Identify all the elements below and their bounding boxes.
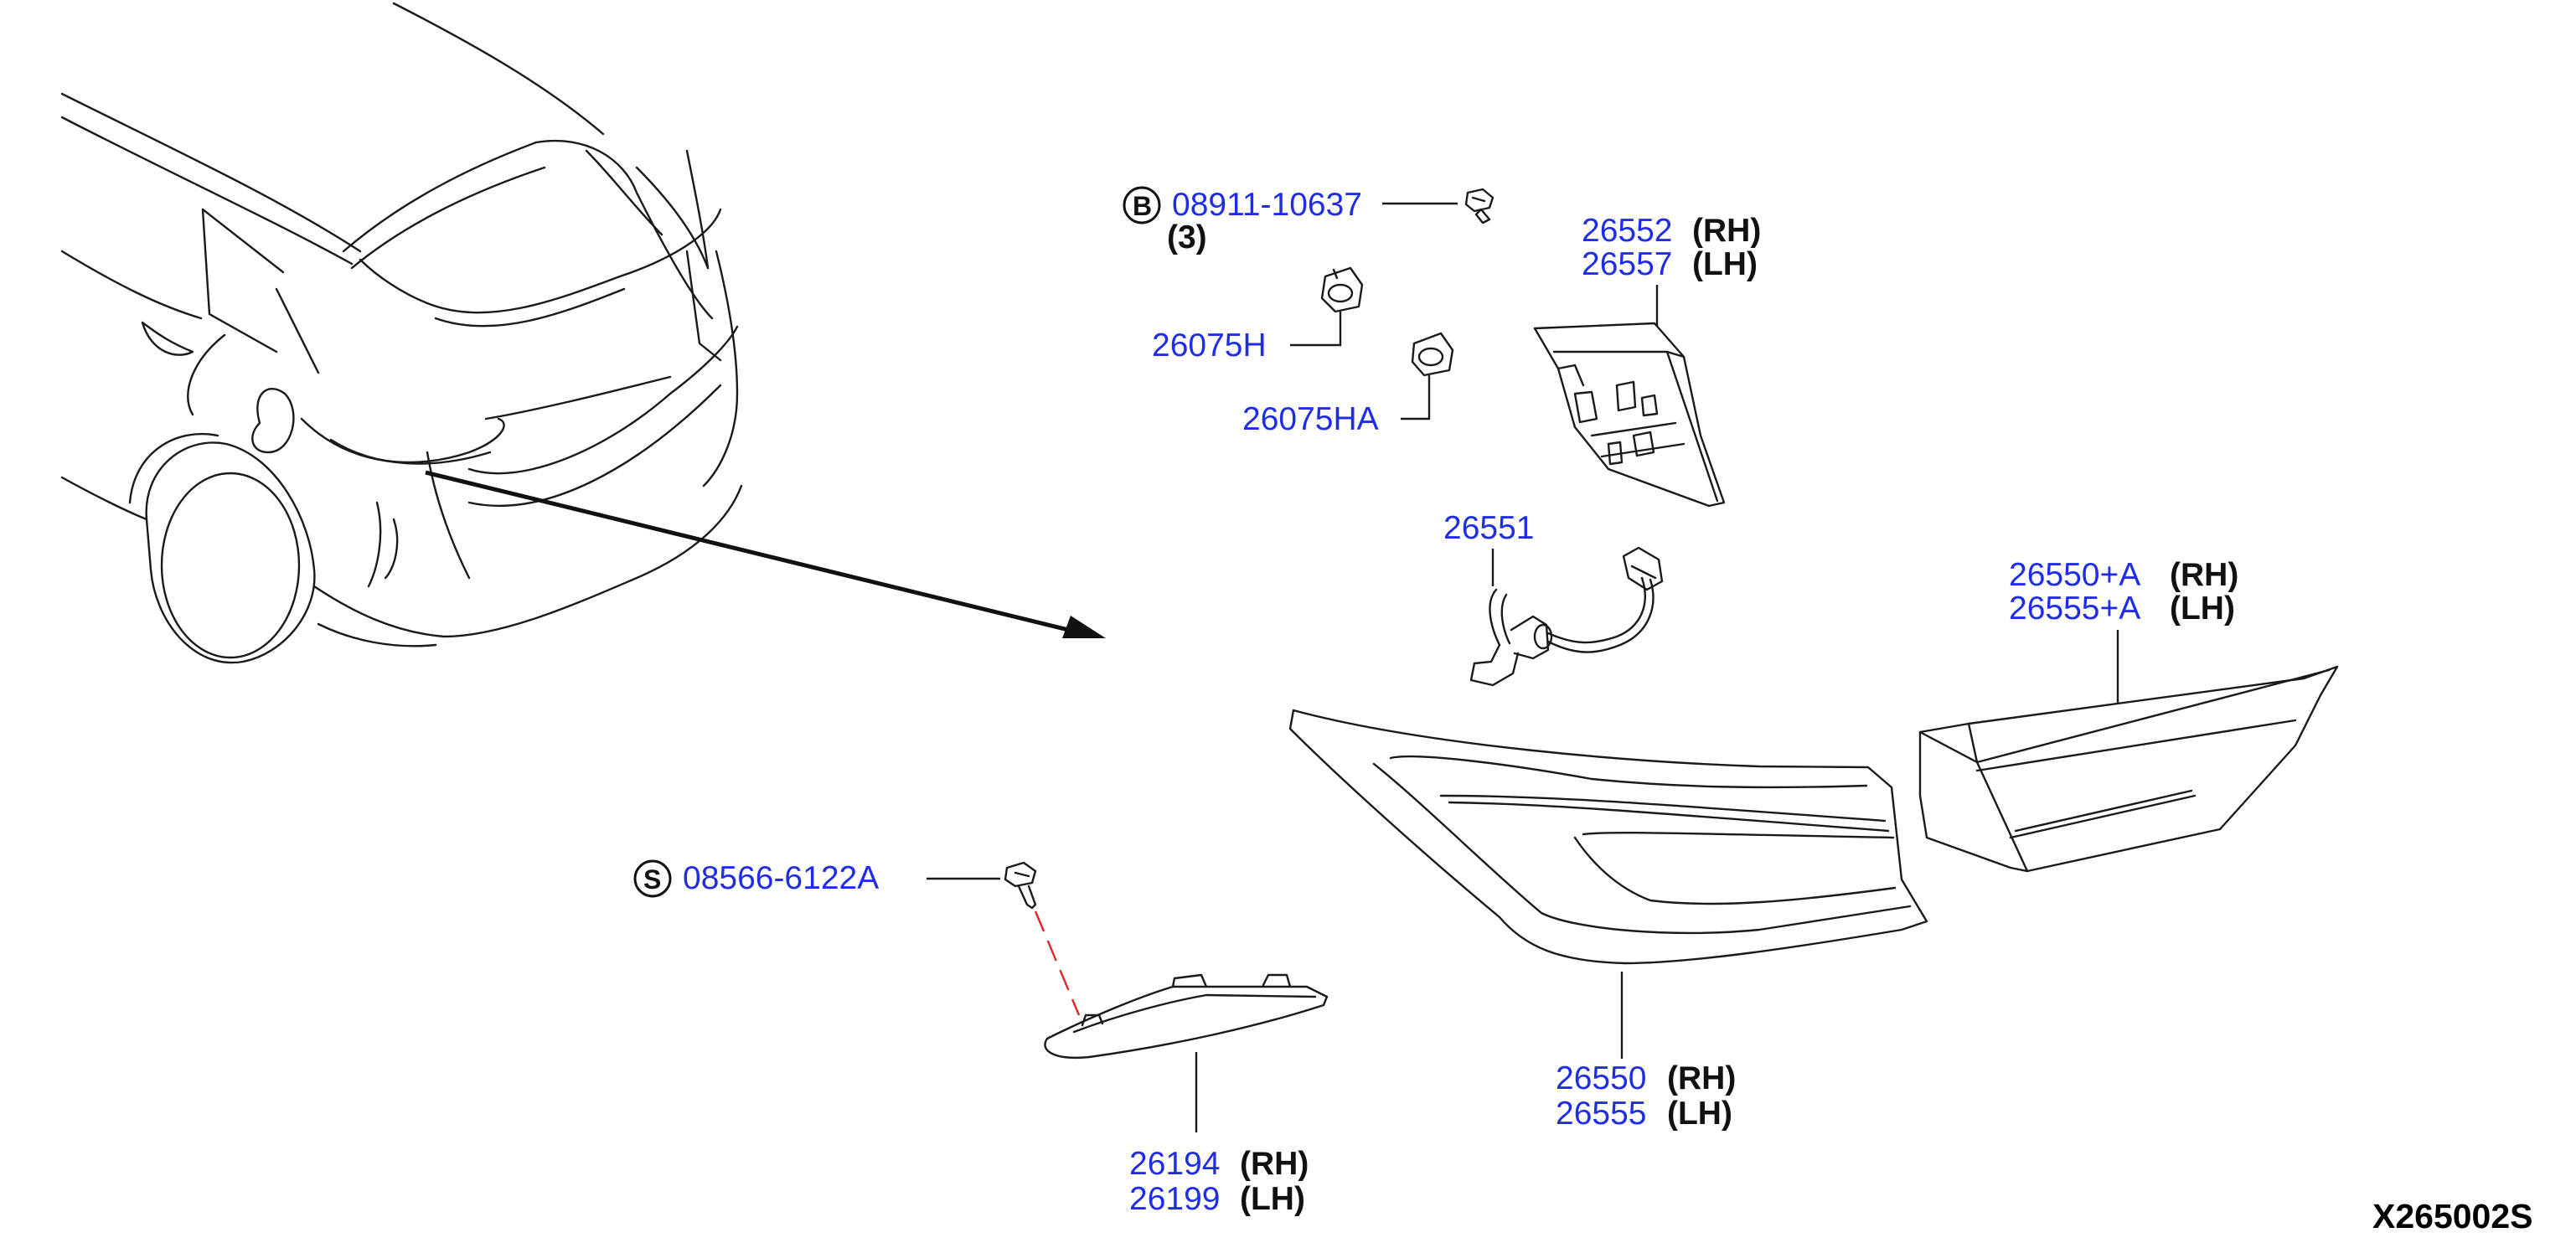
clip-h-callout: 26075H — [1152, 266, 1364, 364]
location-arrow — [425, 470, 1106, 638]
screw-part-number: 08566-6122A — [683, 860, 879, 896]
clip-ha-icon — [1411, 332, 1454, 377]
reflector-rh-side: (RH) — [1240, 1146, 1309, 1182]
housing-callout: 26552 (RH) 26557 (LH) — [1533, 213, 1761, 508]
inner-lamp-callout: 26550+A (RH) 26555+A (LH) — [1918, 557, 2339, 873]
screw-callout: S 08566-6122A — [633, 859, 1081, 1016]
screw-install-guide — [1034, 910, 1081, 1016]
housing-rh-part-number: 26552 — [1582, 213, 1672, 249]
drawing-reference-code: X265002S — [2372, 1197, 2533, 1235]
socket-callout: 26551 — [1443, 510, 1664, 687]
reflector-callout: 26194 (RH) 26199 (LH) — [1044, 973, 1329, 1217]
bolt-badge-letter: B — [1133, 191, 1152, 221]
clip-ha-part-number: 26075HA — [1242, 401, 1379, 437]
combo-lamp-lh-part-number: 26555 — [1556, 1096, 1646, 1132]
clip-h-icon — [1320, 266, 1364, 313]
inner-lamp-rh-part-number: 26550+A — [2009, 557, 2140, 593]
clip-h-part-number: 26075H — [1152, 328, 1267, 364]
bolt-icon — [1464, 188, 1494, 224]
reflector-illustration — [1044, 973, 1329, 1059]
clip-ha-callout: 26075HA — [1242, 332, 1454, 437]
reflector-rh-part-number: 26194 — [1129, 1146, 1220, 1182]
bolt-part-number: 08911-10637 — [1172, 187, 1362, 223]
reflector-lh-side: (LH) — [1240, 1181, 1305, 1217]
combination-lamp-illustration — [1288, 709, 1928, 965]
combo-lamp-rh-side: (RH) — [1667, 1060, 1736, 1096]
combination-lamp-callout: 26550 (RH) 26555 (LH) — [1288, 709, 1928, 1132]
reflector-lh-part-number: 26199 — [1129, 1181, 1220, 1217]
socket-part-number: 26551 — [1443, 510, 1534, 546]
bolt-callout: B 08911-10637 (3) — [1123, 186, 1494, 255]
combo-lamp-lh-side: (LH) — [1667, 1096, 1732, 1132]
screw-badge-letter: S — [643, 864, 661, 895]
inner-lamp-lh-side: (LH) — [2170, 591, 2235, 627]
housing-lh-side: (LH) — [1692, 246, 1758, 282]
bolt-quantity: (3) — [1167, 219, 1207, 255]
screw-badge-icon — [633, 859, 672, 898]
combo-lamp-rh-part-number: 26550 — [1556, 1060, 1646, 1096]
inner-lamp-illustration — [1918, 665, 2339, 873]
socket-harness-illustration — [1469, 546, 1664, 687]
lamp-housing-illustration — [1533, 322, 1726, 508]
housing-lh-part-number: 26557 — [1582, 246, 1672, 282]
vehicle-rear-illustration — [60, 2, 743, 664]
screw-icon — [1004, 861, 1037, 910]
inner-lamp-lh-part-number: 26555+A — [2009, 591, 2140, 627]
housing-rh-side: (RH) — [1692, 213, 1761, 249]
bolt-badge-icon — [1123, 186, 1161, 224]
inner-lamp-rh-side: (RH) — [2170, 557, 2238, 593]
